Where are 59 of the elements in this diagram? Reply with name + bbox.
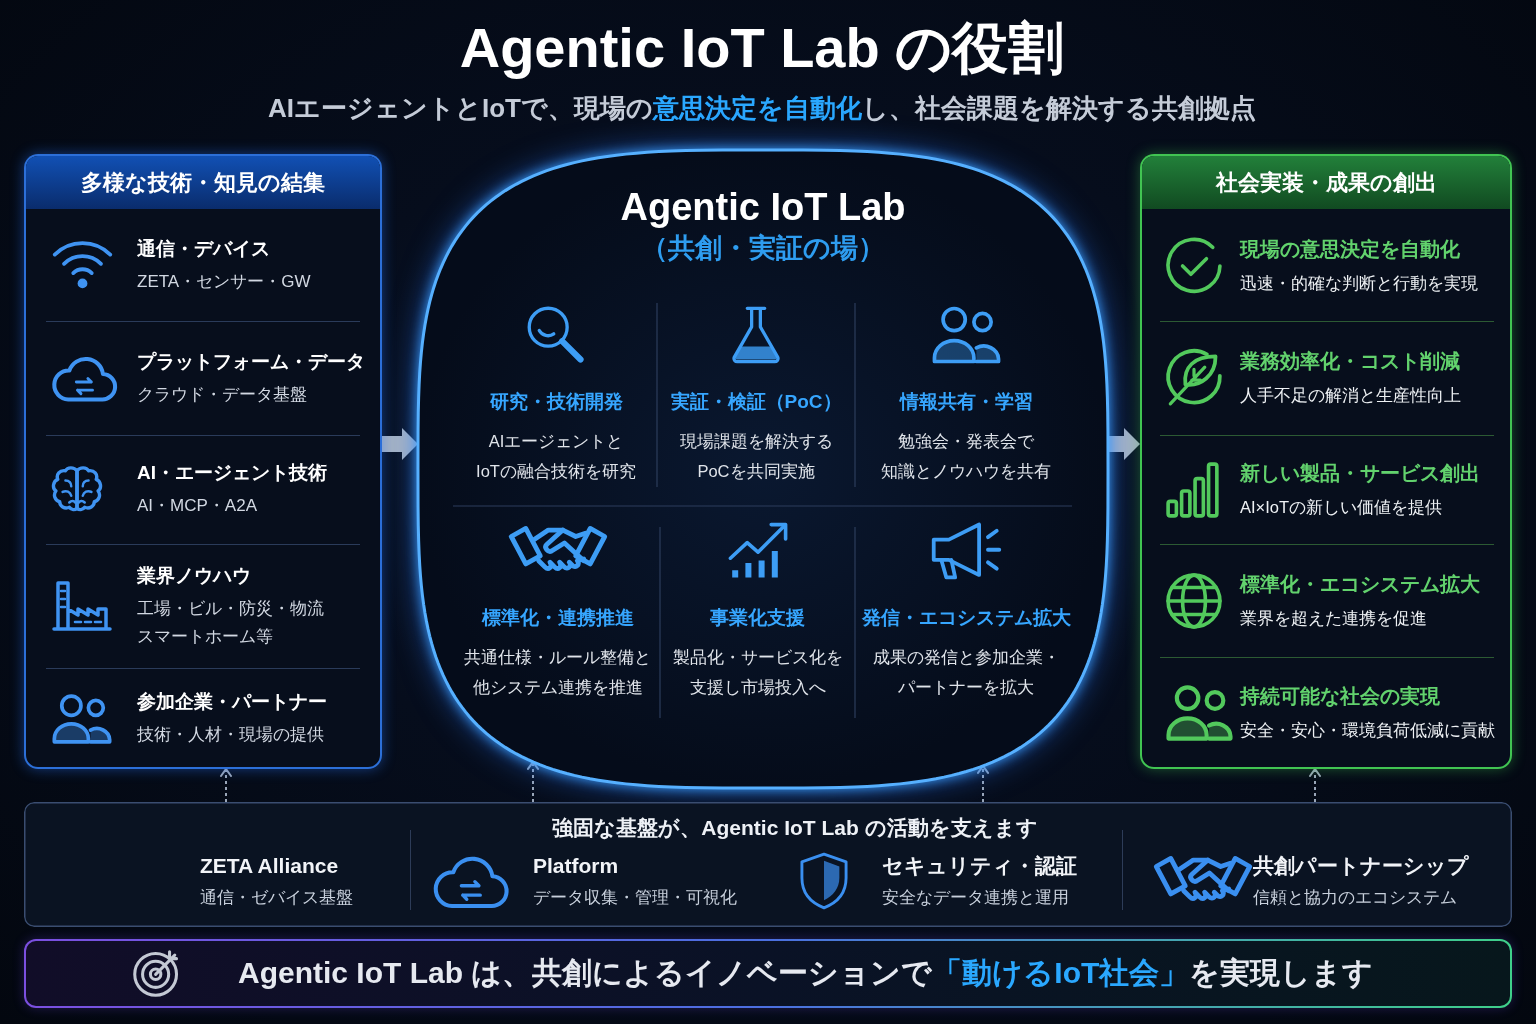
activity-description: 現場課題を解決するPoCを共同実施 [678, 431, 834, 482]
activity-title: 研究・技術開発 [489, 390, 623, 414]
item-description: クラウド・データ基盤 [137, 383, 308, 406]
item-description: AI・MCP・A2A [137, 495, 258, 517]
item-title: 持続可能な社会の実現 [1240, 684, 1441, 709]
item-description: 通信・ゼバイス基盤 [200, 887, 353, 908]
item-description: AI×IoTの新しい価値を提供 [1240, 496, 1444, 518]
item-title: AI・エージェント技術 [137, 461, 327, 485]
item-title: 新しい製品・サービス創出 [1240, 460, 1480, 486]
foundation-heading: 強固な基盤が、Agentic IoT Lab の活動を支えます [552, 815, 1038, 842]
item-title: 共創パートナーシップ [1253, 853, 1469, 879]
item-title: 参加企業・パートナー [137, 690, 327, 714]
item-title: 業界ノウハウ [137, 563, 252, 588]
item-title: Platform [533, 853, 620, 879]
panel [24, 154, 382, 769]
activity-title: 情報共有・学習 [899, 390, 1033, 414]
item-description: 安全・安心・環境負荷低減に貢献 [1240, 720, 1495, 741]
item-description: 工場・ビル・防災・物流スマートホーム等 [137, 597, 325, 648]
item-description: ZETA・センサー・GW [137, 271, 311, 293]
item-title: 業務効率化・コスト削減 [1240, 349, 1461, 374]
page-title: Agentic IoT Lab の役割 [459, 15, 1065, 81]
dotted-arrow [527, 760, 539, 803]
item-description: 技術・人材・現場の提供 [137, 724, 325, 746]
dotted-arrow [220, 768, 232, 803]
activity-title: 標準化・連携推進 [481, 606, 634, 630]
activity-title: 実証・検証（PoC） [670, 390, 842, 414]
panel [1140, 154, 1512, 769]
activity-description: 製品化・サービス化を支援し市場投入へ [671, 647, 844, 698]
item-description: 業界を超えた連携を促進 [1240, 607, 1428, 629]
activity-title: 発信・エコシステム拡大 [861, 606, 1071, 630]
block-arrow [382, 428, 418, 460]
item-description: データ収集・管理・可視化 [533, 887, 737, 908]
panel-header: 多様な技術・知見の結集 [26, 156, 380, 209]
activity-title: 事業化支援 [710, 606, 805, 630]
item-description: 迅速・的確な判断と行動を実現 [1240, 272, 1478, 294]
panel-header: 社会実装・成果の創出 [1142, 156, 1510, 209]
lab-subtitle: （共創・実証の場） [641, 232, 885, 265]
subtitle: AIエージェントとIoTで、現場の意思決定を自動化し、社会課題を解決する共創拠点 [268, 92, 1256, 125]
item-title: 現場の意思決定を自動化 [1240, 236, 1461, 262]
foundation-panel [24, 802, 1512, 927]
activity-description: 勉強会・発表会で知識とノウハウを共有 [880, 431, 1052, 482]
dotted-arrow [977, 764, 989, 803]
item-title: ZETA Alliance [200, 853, 340, 879]
activity-description: 成果の発信と参加企業・パートナーを拡大 [871, 647, 1061, 698]
block-arrow [1108, 428, 1140, 460]
lab-title: Agentic IoT Lab [620, 185, 906, 230]
item-description: 信頼と協力のエコシステム [1253, 887, 1458, 908]
item-title: 標準化・エコシステム拡大 [1240, 571, 1480, 597]
banner-message: Agentic IoT Lab は、共創によるイノベーションで「動けるIoT社会」を実現します [238, 955, 1374, 991]
item-title: プラットフォーム・データ [137, 349, 365, 374]
dotted-arrow [1309, 768, 1321, 803]
activity-description: 共通仕様・ルール整備と他システム連携を推進 [463, 647, 652, 698]
item-description: 人手不足の解消と生産性向上 [1240, 385, 1461, 406]
item-title: 通信・デバイス [137, 237, 271, 261]
item-description: 安全なデータ連携と運用 [882, 887, 1070, 908]
item-title: セキュリティ・認証 [882, 853, 1077, 879]
lab-outline [418, 150, 1108, 788]
activity-description: AIエージェントとIoTの融合技術を研究 [475, 431, 637, 482]
message-banner [24, 939, 1512, 1008]
